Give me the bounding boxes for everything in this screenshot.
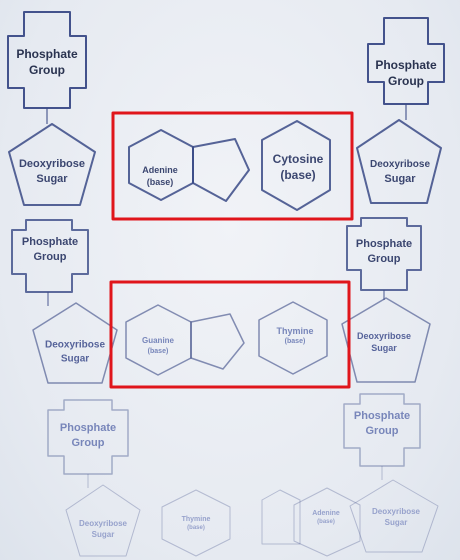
phosphate-shape <box>346 217 422 291</box>
phosphate-shape <box>47 399 129 475</box>
adenine-base-label: Adenine(base) <box>142 164 178 187</box>
hexagon-shape <box>258 301 328 375</box>
highlight-box-pair-2 <box>109 280 351 389</box>
phosphate-shape <box>7 11 87 109</box>
pentagon-shape <box>8 123 96 206</box>
phosphate-shape <box>367 17 445 105</box>
hexagon-shape <box>161 489 231 557</box>
hexagon-shape <box>293 487 361 557</box>
thymine-base-label: Thymine(base) <box>276 326 314 346</box>
pentagon-shape <box>192 138 250 202</box>
cytosine-base-label: Cytosine(base) <box>272 151 324 182</box>
pentagon-shape <box>349 479 439 553</box>
pentagon-shape <box>356 119 442 204</box>
phosphate-shape <box>343 393 421 467</box>
guanine-base-label: Guanine(base) <box>141 335 175 355</box>
highlight-box-pair-1 <box>111 111 354 221</box>
pentagon-shape <box>65 484 141 557</box>
hexagon-shape <box>261 120 331 211</box>
thymine-base-label: Thymine(base) <box>181 516 211 532</box>
adenine-base-label: Adenine(base) <box>312 510 340 526</box>
phosphate-shape <box>11 219 89 293</box>
pentagon-shape <box>190 313 245 370</box>
pentagon-shape <box>261 489 301 545</box>
